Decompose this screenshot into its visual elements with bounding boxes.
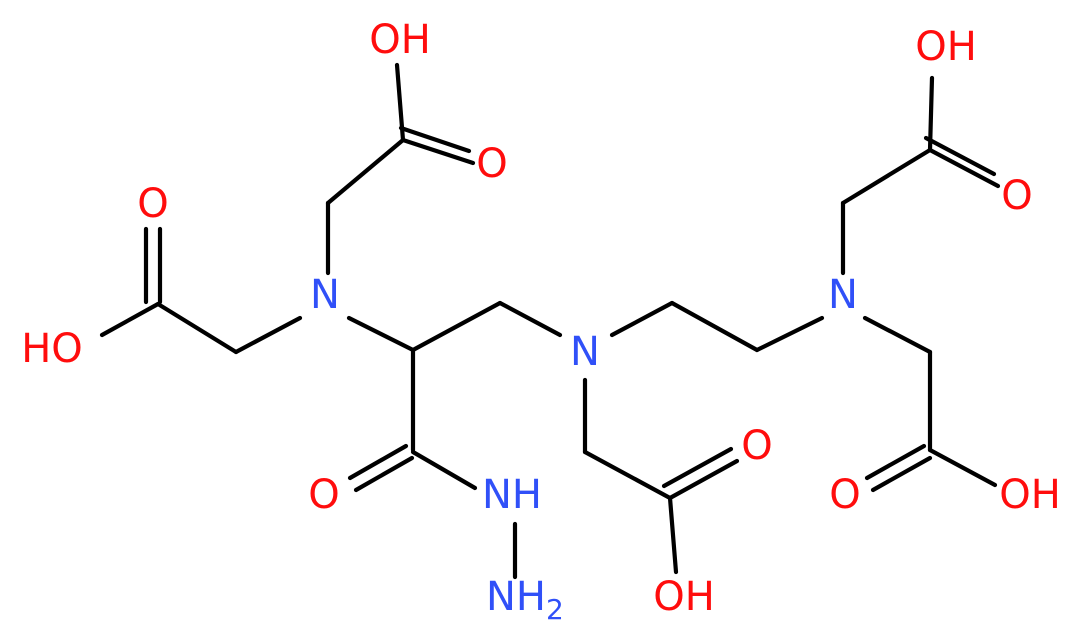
- atom-n-3: N: [828, 272, 858, 318]
- bond: [398, 125, 472, 154]
- bond: [927, 147, 1001, 189]
- bond: [155, 301, 239, 355]
- bond: [99, 301, 161, 338]
- bond: [667, 495, 679, 575]
- bond: [864, 443, 927, 481]
- atom-nh2-subscript: 2: [546, 593, 564, 626]
- atom-labels: OH O O HO N O NH NH2 N O OH N OH O O OH: [21, 17, 1061, 626]
- bond: [400, 137, 476, 166]
- atom-nh: NH: [482, 472, 542, 518]
- atom-o-top: O: [476, 141, 507, 187]
- atom-oh-top: OH: [369, 17, 431, 63]
- atom-ho-left: HO: [21, 326, 83, 372]
- bond: [923, 135, 997, 177]
- atom-nh2-main: NH: [486, 574, 546, 620]
- atom-oh-right-bottom: OH: [999, 472, 1061, 518]
- bond: [497, 300, 563, 338]
- bond: [353, 455, 415, 493]
- atom-o-left: O: [137, 181, 168, 227]
- bond: [582, 449, 673, 501]
- bond: [325, 137, 406, 206]
- bond: [346, 315, 416, 353]
- atom-n-1: N: [310, 272, 340, 318]
- bond: [410, 449, 478, 491]
- atom-o-mid: O: [741, 423, 772, 469]
- atom-oh-right-top: OH: [915, 24, 977, 70]
- bond: [754, 315, 825, 353]
- atom-o-right-bottom: O: [829, 472, 860, 518]
- bond: [669, 300, 760, 353]
- bond: [870, 455, 933, 493]
- atom-nh2: NH2: [486, 574, 564, 626]
- atom-oh-mid: OH: [653, 574, 715, 620]
- bond: [667, 458, 740, 501]
- bond: [840, 147, 933, 206]
- atom-o-right-top: O: [1001, 173, 1032, 219]
- bond: [410, 300, 503, 353]
- bond: [233, 315, 303, 355]
- bond: [661, 446, 734, 489]
- bond: [927, 447, 998, 488]
- bond: [347, 443, 409, 481]
- bond: [862, 315, 933, 355]
- bond: [609, 300, 675, 338]
- bonds: [99, 62, 1001, 580]
- atom-n-2: N: [570, 329, 600, 375]
- atom-o-amide: O: [308, 472, 339, 518]
